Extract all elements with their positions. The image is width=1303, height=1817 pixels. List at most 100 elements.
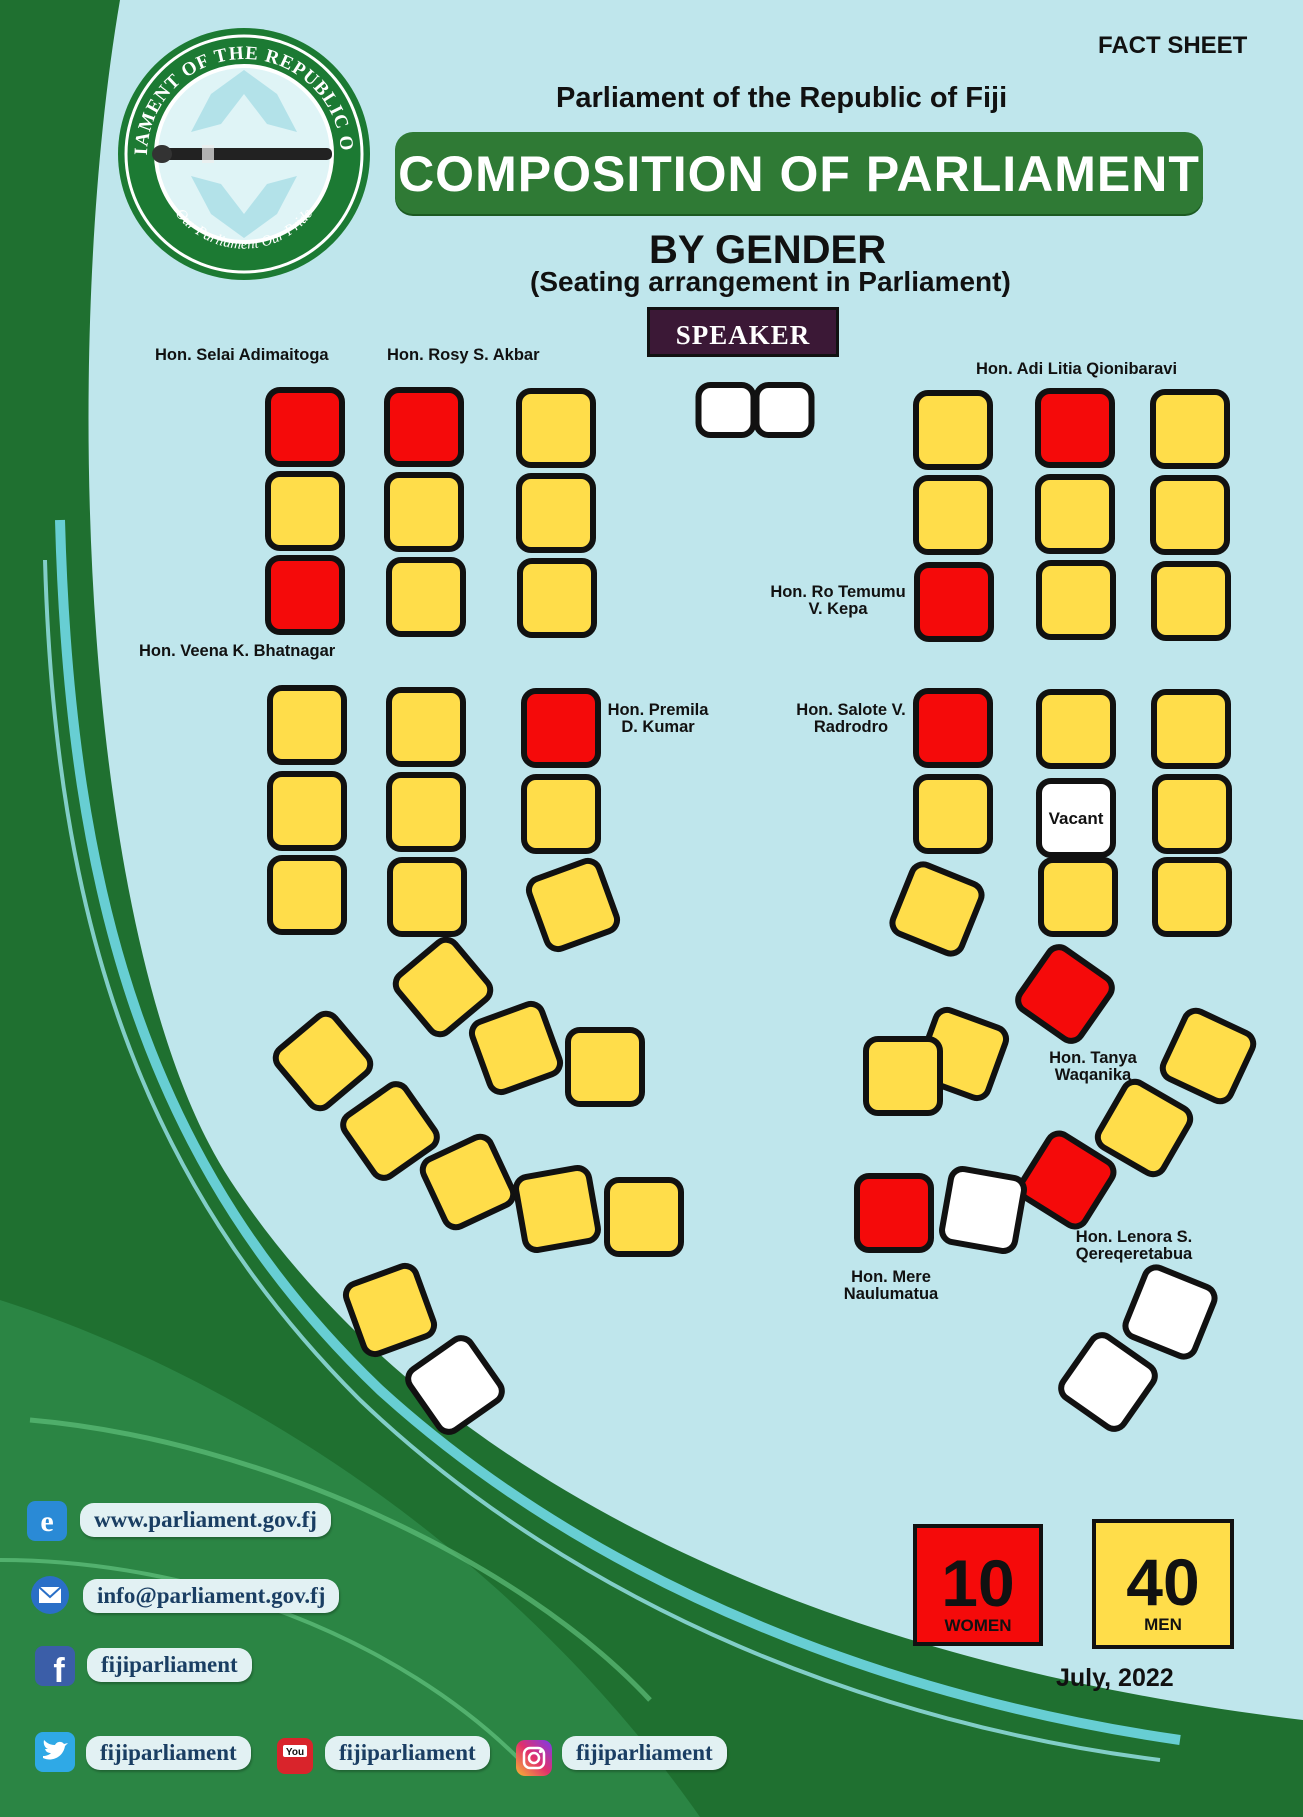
seat-man bbox=[1152, 774, 1232, 854]
instagram-icon bbox=[516, 1740, 552, 1776]
youtube-link[interactable]: fijiparliament bbox=[325, 1736, 490, 1770]
seat-woman bbox=[913, 688, 993, 768]
seat-man bbox=[1159, 1007, 1257, 1105]
email-link[interactable]: info@parliament.gov.fj bbox=[83, 1579, 340, 1613]
seat-man bbox=[272, 1010, 374, 1112]
label-premila-kumar: Hon. Premila D. Kumar bbox=[598, 702, 718, 736]
seat-man bbox=[419, 1133, 517, 1231]
men-caption: MEN bbox=[1144, 1615, 1182, 1634]
parliament-logo: PARLIAMENT OF THE REPUBLIC OF FIJI Our P… bbox=[117, 24, 370, 280]
seat-woman bbox=[1015, 944, 1115, 1044]
seat-vacant bbox=[1058, 1332, 1158, 1432]
seat-man bbox=[384, 472, 464, 552]
seat-man bbox=[386, 687, 466, 767]
label-line: Hon. Mere bbox=[851, 1268, 931, 1286]
seat-woman bbox=[265, 387, 345, 467]
seat-man bbox=[1036, 689, 1116, 769]
label-ro-temumu-kepa: Hon. Ro Temumu V. Kepa bbox=[768, 584, 908, 618]
label-line: Hon. Ro Temumu bbox=[770, 583, 906, 601]
youtube-icon-text: You bbox=[286, 1747, 304, 1758]
seat-man bbox=[913, 774, 993, 854]
seat-man bbox=[516, 388, 596, 468]
vacant-seat-label: Vacant bbox=[1049, 809, 1104, 828]
seat-man bbox=[267, 685, 347, 765]
seat-man bbox=[1150, 389, 1230, 469]
seat-man bbox=[913, 390, 993, 470]
label-adi-litia-qionibaravi: Hon. Adi Litia Qionibaravi bbox=[976, 360, 1178, 378]
seat-vacant bbox=[405, 1335, 505, 1435]
parliament-name: Parliament of the Republic of Fiji bbox=[556, 82, 1008, 114]
label-line: Hon. Tanya bbox=[1049, 1049, 1137, 1067]
men-count: 40 bbox=[1126, 1545, 1200, 1619]
seat-man bbox=[863, 1036, 943, 1116]
label-line: Hon. Lenora S. bbox=[1075, 1228, 1193, 1246]
seat-man bbox=[513, 1165, 601, 1253]
seat-man bbox=[342, 1262, 438, 1358]
internet-explorer-icon: e bbox=[27, 1501, 67, 1541]
seat-man bbox=[267, 855, 347, 935]
seat-man bbox=[1094, 1078, 1194, 1178]
svg-text:e: e bbox=[40, 1505, 53, 1538]
seat-woman bbox=[854, 1173, 934, 1253]
seat-man bbox=[386, 557, 466, 637]
seat-woman bbox=[384, 387, 464, 467]
website-link[interactable]: www.parliament.gov.fj bbox=[80, 1503, 331, 1537]
seat-woman bbox=[265, 555, 345, 635]
label-selai-adimaitoga: Hon. Selai Adimaitoga bbox=[155, 346, 329, 364]
label-line: Qereqeretabua bbox=[1075, 1245, 1193, 1263]
date-label: July, 2022 bbox=[1056, 1664, 1174, 1692]
seat-man bbox=[1151, 561, 1231, 641]
seat-man bbox=[525, 857, 621, 953]
seat-man bbox=[517, 558, 597, 638]
seat-man bbox=[1150, 475, 1230, 555]
label-salote-radrodro: Hon. Salote V. Radrodro bbox=[791, 702, 911, 736]
label-line: Naulumatua bbox=[843, 1285, 939, 1303]
label-tanya-waqanika: Hon. Tanya Waqanika bbox=[1043, 1050, 1143, 1084]
seat-woman bbox=[521, 688, 601, 768]
seat-woman bbox=[1017, 1130, 1117, 1230]
men-total-box: 40 MEN bbox=[1092, 1519, 1234, 1649]
seating-subtitle: (Seating arrangement in Parliament) bbox=[530, 266, 1011, 297]
email-icon bbox=[31, 1576, 69, 1614]
youtube-icon: You bbox=[277, 1738, 313, 1774]
seat-man bbox=[604, 1177, 684, 1257]
women-total-box: 10 WOMEN bbox=[913, 1524, 1043, 1646]
seat-man bbox=[1035, 474, 1115, 554]
seat-man bbox=[565, 1027, 645, 1107]
seat-man bbox=[1152, 857, 1232, 937]
composition-banner: COMPOSITION OF PARLIAMENT bbox=[395, 132, 1203, 214]
label-line: D. Kumar bbox=[621, 718, 695, 736]
seat-man bbox=[267, 771, 347, 851]
label-line: Hon. Salote V. bbox=[796, 701, 906, 719]
seat-woman bbox=[1035, 388, 1115, 468]
seat-man bbox=[392, 936, 494, 1038]
facebook-icon: f bbox=[35, 1646, 75, 1686]
label-mere-naulumatua: Hon. Mere Naulumatua bbox=[836, 1269, 946, 1303]
fact-sheet-label: FACT SHEET bbox=[1098, 32, 1248, 59]
label-line: V. Kepa bbox=[808, 600, 868, 618]
seat-man bbox=[913, 475, 993, 555]
seat-man bbox=[516, 473, 596, 553]
seat-woman bbox=[914, 562, 994, 642]
label-line: Hon. Premila bbox=[607, 701, 709, 719]
seat-vacant bbox=[1122, 1264, 1218, 1360]
seat-man bbox=[340, 1081, 440, 1181]
seat-man bbox=[468, 1000, 564, 1096]
svg-text:f: f bbox=[53, 1652, 65, 1686]
label-line: Waqanika bbox=[1054, 1066, 1132, 1084]
instagram-link[interactable]: fijiparliament bbox=[562, 1736, 727, 1770]
women-count: 10 bbox=[941, 1546, 1015, 1620]
label-lenora-qereqeretabua: Hon. Lenora S. Qereqeretabua bbox=[1069, 1229, 1199, 1263]
label-veena-bhatnagar: Hon. Veena K. Bhatnagar bbox=[139, 642, 336, 660]
facebook-link[interactable]: fijiparliament bbox=[87, 1648, 252, 1682]
seat-vacant bbox=[695, 382, 757, 438]
seat-man bbox=[889, 861, 985, 957]
twitter-icon bbox=[35, 1732, 75, 1772]
seat-vacant bbox=[939, 1166, 1027, 1254]
seat-man bbox=[265, 471, 345, 551]
twitter-link[interactable]: fijiparliament bbox=[86, 1736, 251, 1770]
seat-man bbox=[386, 772, 466, 852]
seat-man bbox=[1151, 689, 1231, 769]
